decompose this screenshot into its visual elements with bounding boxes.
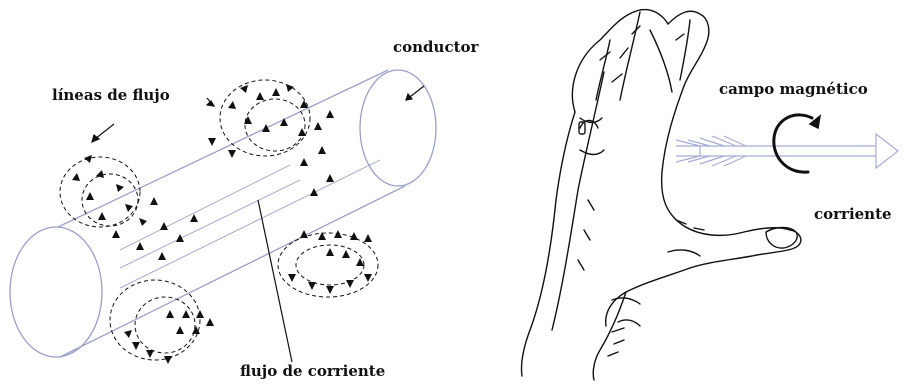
current-flow-label: flujo de corriente <box>240 362 385 380</box>
magnetic-field-label: campo magnético <box>719 80 868 98</box>
current-arrow <box>676 134 898 168</box>
conductor-cylinder <box>10 70 436 357</box>
rotation-arrow <box>774 115 820 172</box>
current-label: corriente <box>814 205 892 223</box>
conductor-label: conductor <box>393 38 478 56</box>
flux-lines-label: líneas de flujo <box>52 86 170 104</box>
right-hand-drawing <box>521 10 800 380</box>
